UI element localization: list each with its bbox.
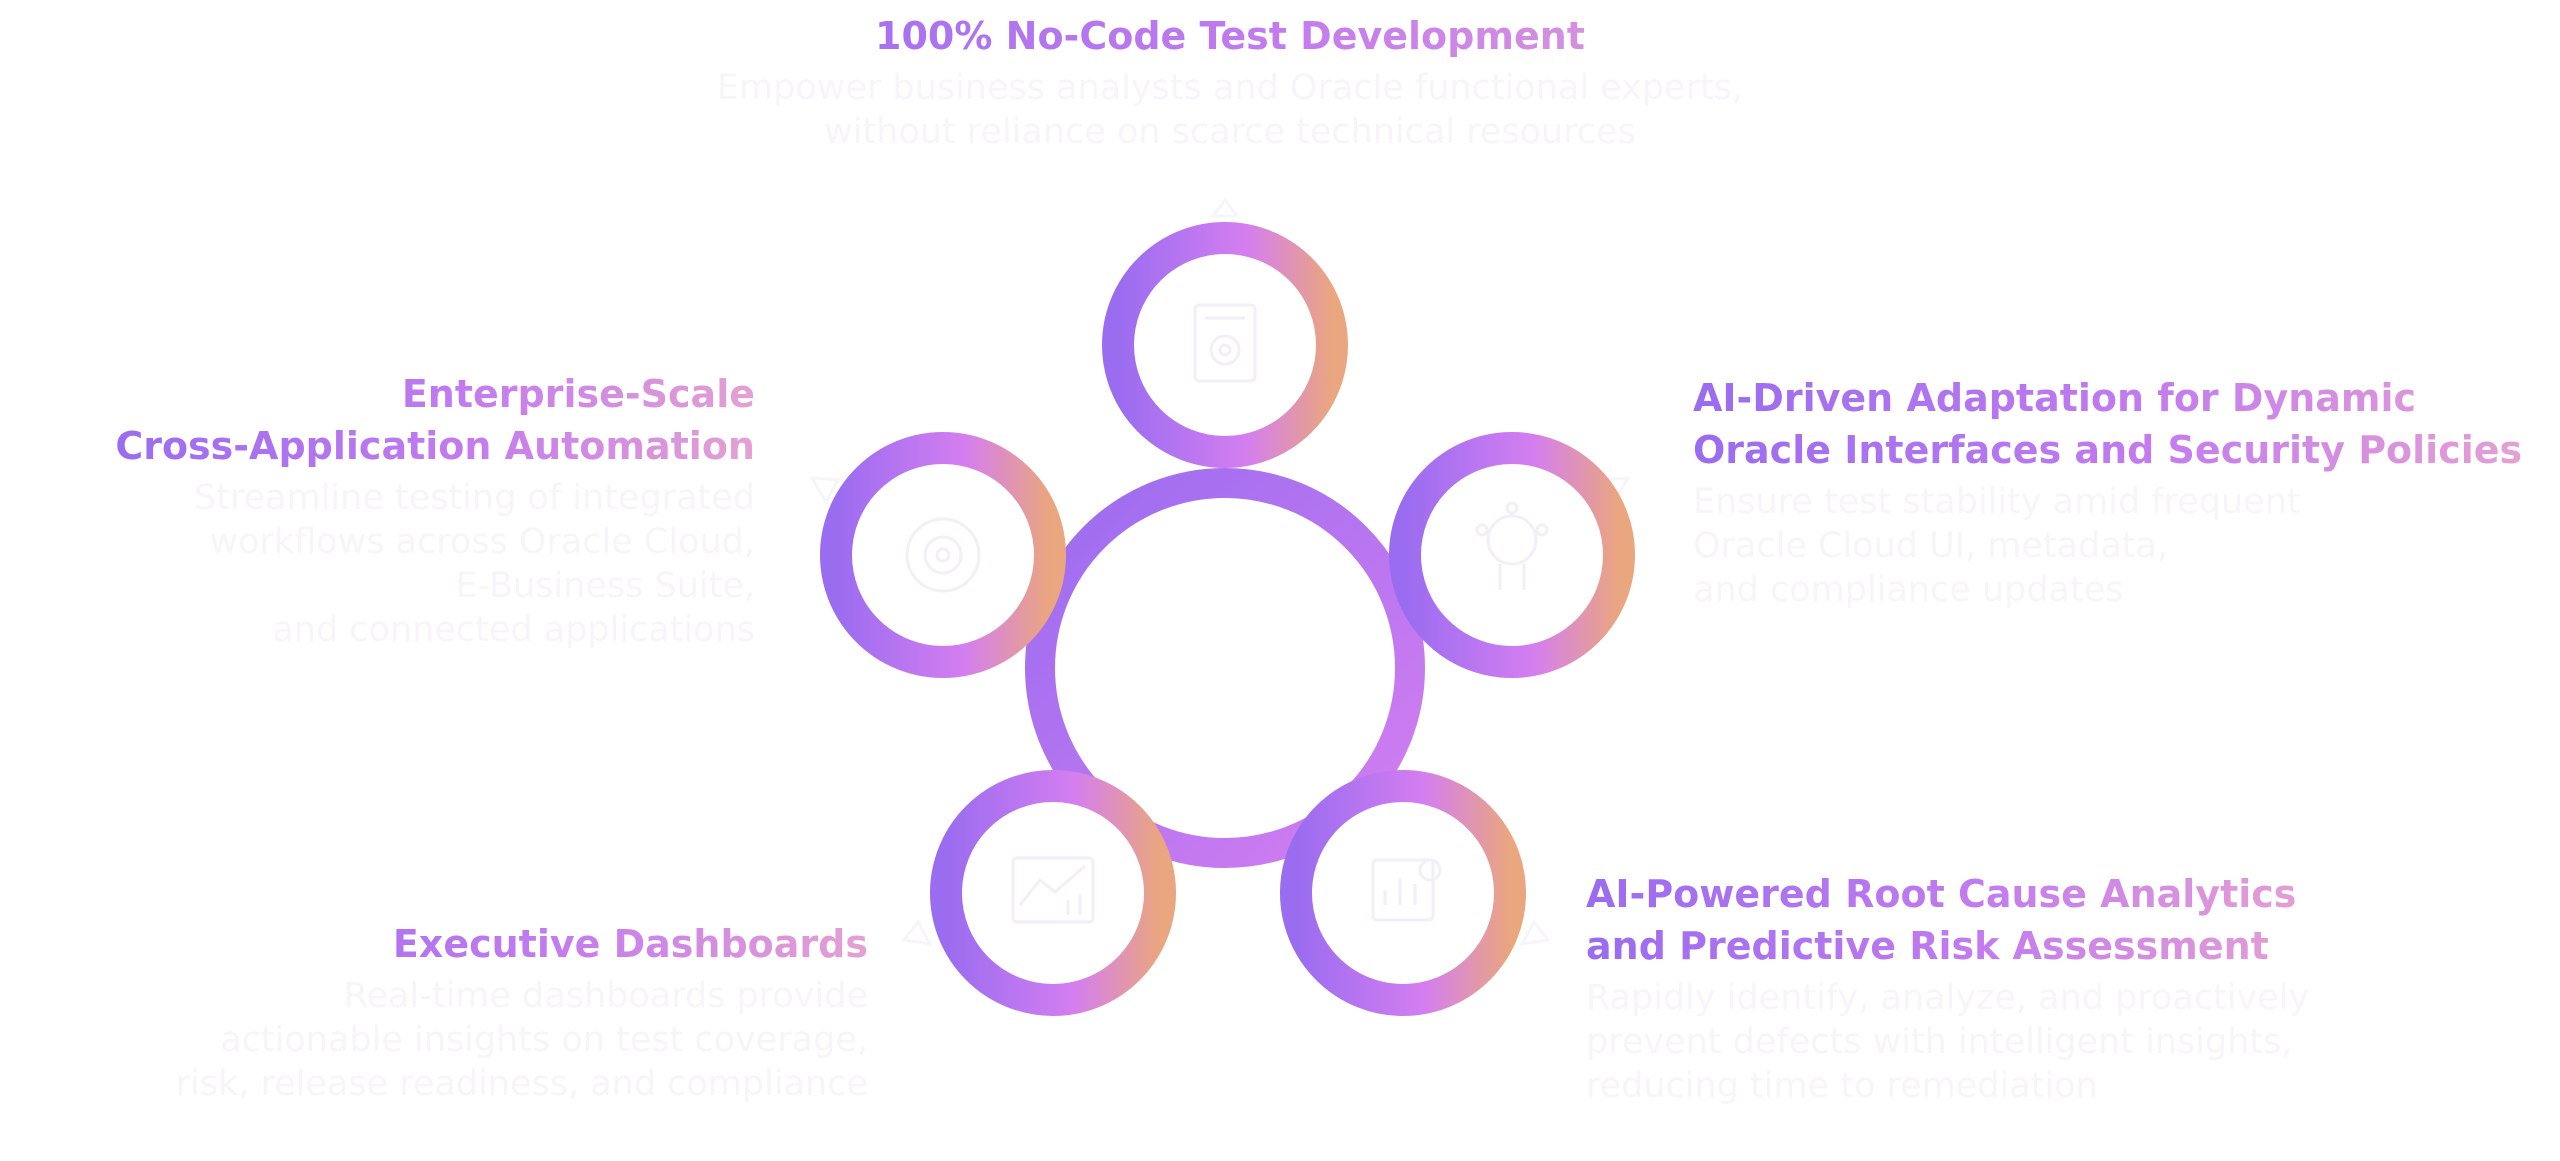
description-line: risk, release readiness, and compliance (175, 1064, 868, 1104)
title-line: 100% No-Code Test Development (875, 14, 1585, 58)
feature-description: Empower business analysts and Oracle fun… (640, 66, 1820, 154)
feature-enterprise: Enterprise-Scale Cross-Application Autom… (115, 368, 755, 652)
title-line: Enterprise-Scale (401, 372, 755, 416)
feature-title: Executive Dashboards (176, 918, 868, 970)
feature-description: Ensure test stability amid frequent Orac… (1693, 480, 2522, 612)
document-gear-icon (1193, 303, 1257, 383)
brain-network-icon (1475, 501, 1549, 590)
feature-description: Rapidly identify, analyze, and proactive… (1586, 976, 2309, 1108)
node-dashboards (930, 770, 1176, 1016)
feature-title: Enterprise-Scale Cross-Application Autom… (115, 368, 755, 472)
title-line: and Predictive Risk Assessment (1586, 924, 2269, 968)
pointer-left (809, 476, 841, 506)
description-line: E-Business Suite, (455, 566, 755, 606)
feature-title: AI-Powered Root Cause Analytics and Pred… (1586, 868, 2309, 972)
description-line: without reliance on scarce technical res… (824, 112, 1636, 152)
pointer-top (1210, 197, 1240, 218)
title-line: Oracle Interfaces and Security Policies (1693, 428, 2523, 472)
gear-cycle-icon (905, 517, 981, 593)
description-line: Streamline testing of integrated (194, 478, 755, 518)
feature-title: AI-Driven Adaptation for Dynamic Oracle … (1693, 372, 2522, 476)
feature-description: Real-time dashboards provide actionable … (176, 974, 868, 1106)
description-line: reducing time to remediation (1586, 1066, 2098, 1106)
analytics-chart-icon (1371, 858, 1442, 922)
title-line: Executive Dashboards (392, 922, 868, 966)
description-line: Oracle Cloud UI, metadata, (1693, 526, 2169, 566)
dashboard-chart-icon (1011, 856, 1095, 924)
feature-root-cause: AI-Powered Root Cause Analytics and Pred… (1586, 868, 2309, 1108)
feature-ai-adaptation: AI-Driven Adaptation for Dynamic Oracle … (1693, 372, 2522, 612)
pointer-bottom-right (1519, 919, 1551, 946)
node-enterprise (820, 432, 1066, 678)
description-line: prevent defects with intelligent insight… (1586, 1022, 2293, 1062)
description-line: Ensure test stability amid frequent (1693, 482, 2301, 522)
description-line: Rapidly identify, analyze, and proactive… (1586, 978, 2310, 1018)
node-no-code (1102, 222, 1348, 468)
feature-description: Streamline testing of integrated workflo… (115, 476, 755, 652)
title-line: AI-Powered Root Cause Analytics (1586, 872, 2297, 916)
feature-dashboards: Executive Dashboards Real-time dashboard… (176, 918, 868, 1106)
description-line: and compliance updates (1693, 570, 2124, 610)
feature-title: 100% No-Code Test Development (640, 10, 1820, 62)
pointer-bottom-left (901, 919, 933, 946)
description-line: actionable insights on test coverage, (220, 1020, 868, 1060)
feature-no-code: 100% No-Code Test Development Empower bu… (640, 10, 1820, 154)
node-root-cause (1280, 770, 1526, 1016)
title-line: AI-Driven Adaptation for Dynamic (1693, 376, 2417, 420)
center-ring (1025, 468, 1425, 868)
description-line: workflows across Oracle Cloud, (209, 522, 755, 562)
description-line: Real-time dashboards provide (343, 976, 868, 1016)
description-line: Empower business analysts and Oracle fun… (716, 68, 1744, 108)
node-ai-adaptation (1389, 432, 1635, 678)
description-line: and connected applications (272, 610, 755, 650)
title-line: Cross-Application Automation (115, 424, 755, 468)
